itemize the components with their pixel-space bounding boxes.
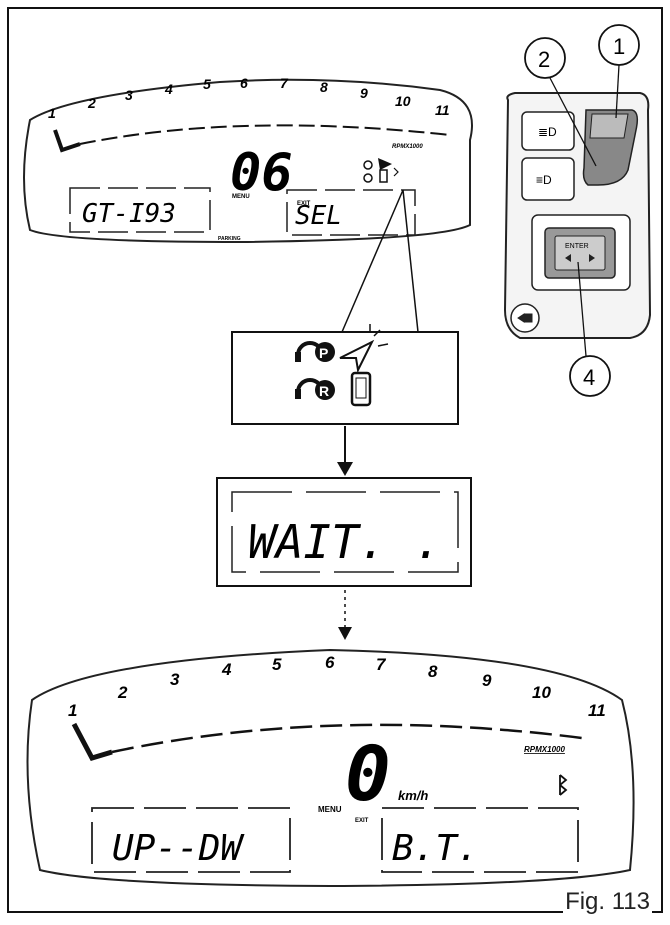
callout-number: 2 [538, 47, 550, 72]
rpm-tick: 5 [203, 76, 211, 92]
navigation-arrow-icon [339, 324, 389, 374]
rpm-tick: 2 [87, 95, 96, 111]
left-display-text: UP--DW [112, 828, 245, 869]
rpm-tick: 6 [240, 75, 248, 91]
rpm-scale-label: RPMX1000 [524, 745, 565, 754]
headset-p-icon: P [295, 341, 335, 362]
figure-caption: Fig. 113 [563, 888, 652, 916]
phone-status-icons [363, 158, 399, 183]
p-label: P [319, 345, 328, 361]
rpm-tick: 7 [376, 655, 387, 674]
left-display-text: GT-I93 [82, 199, 176, 229]
rpm-tick: 3 [125, 87, 133, 103]
rpm-tick: 9 [360, 85, 368, 101]
speed-value: 0 [345, 729, 391, 818]
rpm-tick: 10 [532, 683, 551, 702]
horn-icon [517, 313, 533, 323]
callout-2: 2 [524, 37, 597, 167]
r-label: R [319, 383, 329, 399]
rpm-tick: 8 [320, 79, 328, 95]
rpm-tick: 8 [428, 662, 438, 681]
low-beam-icon: ≡D [536, 173, 552, 187]
enter-label: ENTER [565, 243, 589, 250]
top-dashboard: 1 2 3 4 5 6 7 8 9 10 11 RPMX1000 06 MENU… [23, 75, 473, 244]
menu-number-display: 06 [230, 143, 293, 203]
menu-label: MENU [318, 805, 342, 814]
right-display-text: SEL [295, 201, 342, 231]
parking-label: PARKING [218, 236, 241, 242]
high-beam-icon: ≣D [538, 125, 557, 139]
wait-text: WAIT. . [248, 515, 442, 569]
menu-label: MENU [232, 194, 250, 200]
bluetooth-icon [559, 774, 568, 796]
rpm-tick: 10 [395, 93, 411, 109]
rpm-tick: 7 [280, 75, 289, 91]
rpm-tick: 11 [435, 102, 450, 118]
rpm-tick: 9 [482, 671, 492, 690]
smartphone-icon [350, 371, 372, 407]
right-display-text: B.T. [392, 828, 479, 869]
callout-1: 1 [598, 24, 640, 119]
headset-r-icon: R [295, 378, 335, 400]
rpm-tick: 4 [221, 660, 232, 679]
speed-unit: km/h [398, 788, 428, 803]
rpm-scale-label: RPMX1000 [392, 144, 423, 150]
zoom-icon-box: P R [231, 324, 459, 425]
rpm-tick: 11 [588, 701, 606, 720]
handlebar-switch-block: ≣D ≡D ENTER [503, 92, 652, 339]
rpm-tick: 4 [164, 81, 173, 97]
callout-4: 4 [569, 261, 611, 397]
rpm-tick: 3 [170, 670, 180, 689]
rpm-tick: 2 [117, 683, 128, 702]
exit-label: EXIT [297, 201, 311, 207]
bottom-dashboard: 1 2 3 4 5 6 7 8 9 10 11 RPMX1000 0 km/h … [26, 648, 635, 888]
callout-number: 1 [613, 34, 625, 59]
exit-label: EXIT [355, 818, 369, 824]
rpm-tick: 6 [325, 653, 335, 672]
callout-number: 4 [583, 365, 595, 390]
rpm-tick: 1 [68, 701, 77, 720]
rpm-tick: 5 [272, 655, 282, 674]
wait-display-box: WAIT. . [216, 477, 472, 587]
rpm-tick: 1 [48, 105, 56, 121]
left-right-arrows-icon [565, 254, 595, 262]
